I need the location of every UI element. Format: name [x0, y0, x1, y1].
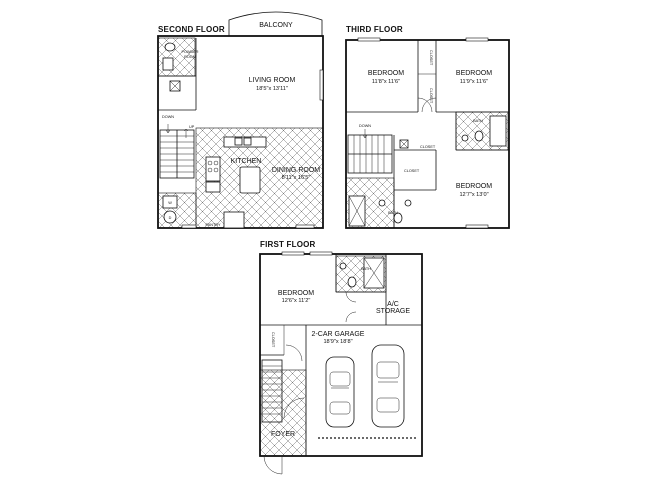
- storage-label-2: STORAGE: [376, 308, 410, 315]
- balcony-label: BALCONY: [259, 22, 293, 29]
- washer-icon: [162, 195, 178, 209]
- first-floor-stairs: [261, 359, 283, 423]
- living-room-name: LIVING ROOM: [249, 77, 296, 84]
- dining-room-dims: 8'11"x 16'5": [282, 175, 311, 181]
- door-swing: [285, 344, 303, 362]
- toilet-icon: [474, 130, 484, 142]
- bath-label: BATH: [361, 267, 371, 271]
- pantry-label: PANTRY: [205, 223, 221, 227]
- first-floor-plan: BATH: [259, 251, 423, 475]
- third-floor-plan: DOWN BEDROOM 11'8"x 11'6" BEDROOM 11'9"x…: [345, 37, 510, 229]
- bedroom-right-dims: 11'9"x 11'6": [460, 79, 488, 85]
- closet-label: CLOSET: [404, 169, 420, 173]
- sink-icon: [234, 137, 243, 146]
- sink-icon: [162, 57, 174, 71]
- pantry-shelf: [223, 211, 245, 229]
- bath-center-label: BATH: [388, 211, 398, 215]
- foyer-label: FOYER: [271, 431, 295, 438]
- bedroom-main-name: BEDROOM: [456, 183, 492, 190]
- window: [465, 37, 489, 42]
- down-arrow-icon: [165, 124, 171, 134]
- kitchen-island: [239, 166, 261, 194]
- living-room-dims: 18'5"x 13'11": [256, 86, 288, 92]
- washer-label: W: [168, 201, 172, 205]
- kitchen-fixtures: [205, 136, 267, 194]
- powder-room-label-2: ROOM: [184, 55, 196, 59]
- window: [357, 37, 381, 42]
- sink-icon: [404, 199, 412, 207]
- window: [181, 224, 197, 229]
- closet-label: CLOSET: [429, 50, 433, 66]
- stairs-down-label: DOWN: [162, 115, 174, 119]
- door-swing: [421, 97, 437, 113]
- storage-label-1: A/C: [387, 301, 399, 308]
- window: [319, 69, 324, 101]
- door-swing: [417, 97, 433, 113]
- sink-icon: [461, 134, 469, 142]
- balcony-outline: [228, 11, 323, 36]
- third-floor-title: THIRD FLOOR: [346, 25, 403, 34]
- up-arrow-icon: [183, 128, 189, 138]
- second-floor-plan: BALCONY POWDER ROOM: [157, 11, 324, 229]
- car-right-icon: [371, 344, 405, 428]
- bedroom-left-name: BEDROOM: [368, 70, 404, 77]
- bedroom-right-name: BEDROOM: [456, 70, 492, 77]
- toilet-icon: [347, 276, 357, 288]
- closet-label: CLOSET: [420, 145, 436, 149]
- sink-icon: [339, 262, 347, 270]
- door-swing: [283, 397, 305, 419]
- entry-door-swing: [263, 455, 283, 475]
- door-swing: [345, 291, 357, 303]
- kitchen-label: KITCHEN: [231, 158, 262, 165]
- closet-label: CLOSET: [271, 332, 275, 348]
- third-floor-stairs: [347, 129, 393, 174]
- window: [309, 251, 333, 256]
- car-left-icon: [325, 356, 355, 428]
- dryer-icon: [163, 210, 177, 224]
- bedroom-left-dims: 11'8"x 11'6": [372, 79, 400, 85]
- stove-icon: [205, 156, 221, 182]
- powder-room-label-1: POWDER: [181, 50, 198, 54]
- bedroom-main-dims: 12'7"x 13'0": [459, 192, 488, 198]
- toilet-icon: [393, 212, 403, 224]
- foyer-hatched-floor: [259, 369, 307, 457]
- toilet-icon: [164, 42, 176, 52]
- third-floor-walls: [345, 39, 510, 229]
- down-arrow-icon: [362, 129, 368, 139]
- garage-name: 2-CAR GARAGE: [312, 331, 365, 338]
- bathtub-icon: [489, 115, 507, 147]
- window: [465, 224, 489, 229]
- garage-dims: 18'9"x 18'8": [323, 339, 352, 345]
- stairs-down-label: DOWN: [359, 124, 371, 128]
- window: [281, 251, 305, 256]
- refrigerator-icon: [205, 181, 221, 193]
- dryer-label: D: [169, 216, 172, 220]
- first-bedroom-name: BEDROOM: [278, 290, 314, 297]
- bath-right-label: BATH: [473, 119, 483, 123]
- first-floor-title: FIRST FLOOR: [260, 240, 316, 249]
- window: [295, 224, 315, 229]
- sink-icon: [378, 199, 386, 207]
- first-bedroom-dims: 12'6"x 11'2": [282, 298, 311, 304]
- closet-label: CLOSET: [429, 88, 433, 104]
- second-floor-title: SECOND FLOOR: [158, 25, 225, 34]
- stairs-up-label: UP: [189, 125, 195, 129]
- dining-room-name: DINING ROOM: [272, 167, 320, 174]
- door-swing: [345, 311, 357, 323]
- second-floor-stairs: [159, 124, 195, 179]
